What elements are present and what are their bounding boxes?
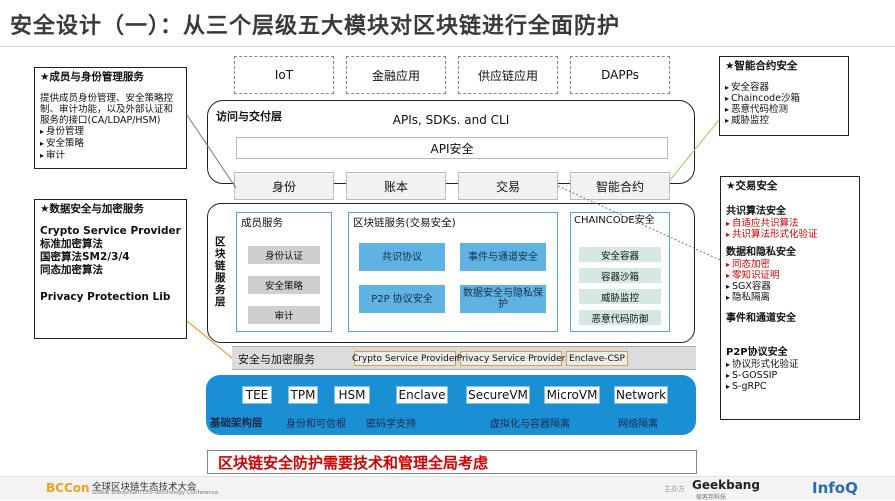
tx-item: 自适应共识算法 xyxy=(726,218,854,229)
left-panel-crypto-line: 国密算法SM2/3/4 xyxy=(40,251,130,263)
left-panel-identity: ★成员与身份管理服务 提供成员身份管理、安全策略控制、审计功能，以及外部认证和服… xyxy=(34,67,187,169)
tx-item: SGX容器 xyxy=(726,281,854,292)
chain-cell-p2p: P2P 协议安全 xyxy=(359,285,445,313)
chip-privacy-sp: Privacy Service Provider xyxy=(457,351,565,366)
left-panel-identity-item: 审计 xyxy=(40,150,181,162)
chain-cell-data-privacy: 数据安全与隐私保护 xyxy=(460,285,546,313)
chain-cell-event-channel: 事件与通道安全 xyxy=(460,243,546,271)
member-service-title: 成员服务 xyxy=(241,217,283,229)
right-panel-sc-item: Chaincode沙箱 xyxy=(725,93,843,104)
member-item-audit: 审计 xyxy=(248,306,320,324)
footer-bar: BCCon 全球区块链生态技术大会 Global Blockchain Eco-… xyxy=(0,476,895,501)
service-layer-label: 区块链服务层 xyxy=(215,236,226,308)
infra-chip-microvm: MicroVM xyxy=(544,386,600,404)
member-item-policy: 安全策略 xyxy=(248,276,320,294)
infra-chip-tee: TEE xyxy=(242,386,272,404)
left-panel-identity-item: 身份管理 xyxy=(40,126,181,138)
tx-group-heading-privacy: 数据和隐私安全 xyxy=(726,247,796,258)
geekbang-logo: Geekbang xyxy=(692,478,760,492)
left-panel-crypto: ★数据安全与加密服务 Crypto Service Provider 标准加密算… xyxy=(34,199,187,339)
right-panel-sc-item: 恶意代码检测 xyxy=(725,104,843,115)
left-panel-identity-item: 安全策略 xyxy=(40,138,181,150)
chain-service-title: 区块链服务(交易安全) xyxy=(353,217,456,229)
infrastructure-layer: TEE TPM HSM Enclave SecureVM MicroVM Net… xyxy=(206,375,696,435)
module-ledger: 账本 xyxy=(346,172,446,200)
infra-chip-enclave: Enclave xyxy=(396,386,448,404)
chip-enclave-csp: Enclave-CSP xyxy=(566,351,628,366)
infra-sub-network-isolation: 网络隔离 xyxy=(618,419,658,430)
tx-item: 隐私隔离 xyxy=(726,292,854,303)
app-box-dapps: DAPPs xyxy=(570,56,670,94)
app-box-finance: 金融应用 xyxy=(346,56,446,94)
chip-crypto-sp: Crypto Service Provider xyxy=(352,351,458,366)
right-panel-smart-contract: ★智能合约安全 安全容器 Chaincode沙箱 恶意代码检测 威胁监控 xyxy=(719,56,849,136)
infoq-logo: InfoQ xyxy=(812,479,858,497)
member-service-box: 成员服务 身份认证 安全策略 审计 xyxy=(236,212,332,332)
conference-subtitle: Global Blockchain Eco-Technology Confere… xyxy=(92,490,219,496)
conclusion-banner: 区块链安全防护需要技术和管理全局考虑 xyxy=(207,450,697,474)
chaincode-box: CHAINCODE安全 安全容器 容器沙箱 威胁监控 恶意代码防御 xyxy=(570,212,670,332)
tx-group-heading-consensus: 共识算法安全 xyxy=(726,206,786,217)
left-panel-crypto-line: 标准加密算法 xyxy=(40,238,103,250)
conference-logo: BCCon xyxy=(46,481,90,495)
tx-item: 协议形式化验证 xyxy=(726,359,854,370)
tx-group-heading-event-channel: 事件和通道安全 xyxy=(726,313,796,324)
infra-chip-securevm: SecureVM xyxy=(466,386,530,404)
infra-chip-tpm: TPM xyxy=(288,386,318,404)
app-box-iot: IoT xyxy=(234,56,334,94)
chain-service-box: 区块链服务(交易安全) 共识协议 事件与通道安全 P2P 协议安全 数据安全与隐… xyxy=(348,212,558,332)
right-panel-transaction-title: ★交易安全 xyxy=(726,180,778,192)
infra-sub-virtualization: 虚拟化与容器隔离 xyxy=(490,419,570,430)
tx-item: 零知识证明 xyxy=(726,270,854,281)
infra-chip-hsm: HSM xyxy=(334,386,370,404)
infra-sub-crypto: 密码学支持 xyxy=(366,419,416,430)
module-transaction: 交易 xyxy=(458,172,558,200)
member-item-auth: 身份认证 xyxy=(248,246,320,264)
left-panel-crypto-title: ★数据安全与加密服务 xyxy=(40,203,144,215)
slide-title: 安全设计（一）：从三个层级五大模块对区块链进行全面防护 xyxy=(10,14,621,39)
conference-name: 全球区块链生态技术大会 xyxy=(92,482,197,493)
right-panel-sc-item: 威胁监控 xyxy=(725,115,843,126)
chaincode-item-malware: 恶意代码防御 xyxy=(579,310,661,325)
apis-label: APIs, SDKs. and CLI xyxy=(392,113,510,127)
infra-sub-identity: 身份和可信根 xyxy=(286,419,346,430)
tx-item: S-GOSSIP xyxy=(726,370,854,381)
right-panel-sc-item: 安全容器 xyxy=(725,82,843,93)
chaincode-item-monitor: 威胁监控 xyxy=(579,289,661,304)
chaincode-title: CHAINCODE安全 xyxy=(574,215,655,226)
chaincode-item-container: 安全容器 xyxy=(579,247,661,262)
tx-group-heading-p2p: P2P协议安全 xyxy=(726,347,788,358)
title-divider xyxy=(0,46,895,47)
left-panel-crypto-line: Privacy Protection Lib xyxy=(40,291,171,303)
tx-item: 同态加密 xyxy=(726,259,854,270)
chaincode-item-sandbox: 容器沙箱 xyxy=(579,268,661,283)
security-service-label: 安全与加密服务 xyxy=(238,353,315,366)
infra-chip-network: Network xyxy=(614,386,668,404)
module-smart-contract: 智能合约 xyxy=(570,172,670,200)
chain-cell-consensus: 共识协议 xyxy=(359,243,445,271)
geekbang-subtitle: 极客邦科技 xyxy=(696,494,727,501)
api-security-box: API安全 xyxy=(236,137,668,159)
infra-layer-label: 基础架构层 xyxy=(210,417,263,429)
module-identity: 身份 xyxy=(234,172,334,200)
left-panel-crypto-line: Crypto Service Provider xyxy=(40,225,181,237)
left-panel-crypto-line: 同态加密算法 xyxy=(40,264,103,276)
tx-item: S-gRPC xyxy=(726,381,854,392)
access-layer: 访问与交付层 APIs, SDKs. and CLI API安全 xyxy=(207,100,695,184)
app-box-supply-chain: 供应链应用 xyxy=(458,56,558,94)
sponsor-prefix: 主办方 xyxy=(664,485,685,493)
tx-item: 共识算法形式化验证 xyxy=(726,229,854,240)
security-service-bar: 安全与加密服务 Crypto Service Provider Privacy … xyxy=(232,346,696,370)
right-panel-transaction: ★交易安全 共识算法安全 自适应共识算法 共识算法形式化验证 数据和隐私安全 同… xyxy=(720,176,860,420)
right-panel-smart-contract-title: ★智能合约安全 xyxy=(725,60,798,72)
left-panel-identity-title: ★成员与身份管理服务 xyxy=(40,71,144,83)
left-panel-identity-body: 提供成员身份管理、安全策略控制、审计功能，以及外部认证和服务的接口(CA/LDA… xyxy=(40,93,174,126)
